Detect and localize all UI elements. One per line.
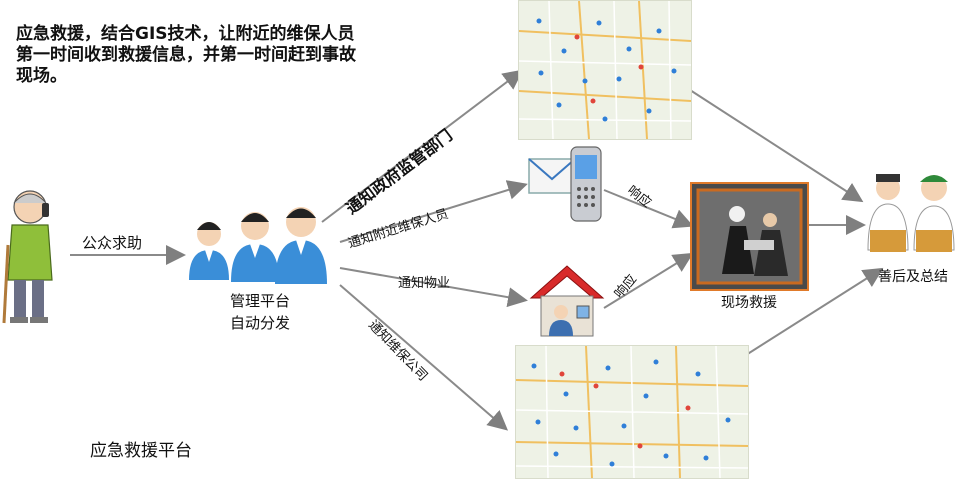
platform-operators	[185, 200, 335, 290]
footer-title: 应急救援平台	[90, 441, 192, 461]
summary-people	[862, 170, 960, 260]
arrow-company-to-summary	[745, 267, 884, 356]
platform-line-2: 自动分发	[229, 314, 290, 332]
caller-figure	[0, 185, 60, 325]
map-company	[515, 345, 749, 479]
arrow-to-property	[339, 267, 528, 308]
scene-label: 现场救援	[721, 295, 777, 311]
arrow-house-to-scene	[603, 252, 694, 309]
summary-label: 善后及总结	[878, 269, 948, 285]
arrow-to-nearby	[339, 180, 528, 243]
map-gov	[518, 0, 692, 140]
sms-phone-icon	[527, 145, 607, 225]
arrow-to-company	[339, 284, 509, 431]
operator-2	[231, 212, 279, 282]
platform-caption: 管理平台 自动分发	[212, 290, 308, 334]
operator-1	[189, 222, 229, 280]
intro-text: 应急救援，结合GIS技术，让附近的维保人员 第一时间收到救援信息，并第一时间赶到…	[16, 24, 486, 87]
caller-label: 公众求助	[82, 234, 143, 252]
arrow-gov-to-summary	[689, 89, 864, 203]
arrow-phone-to-scene	[603, 189, 694, 229]
rescue-scene-photo	[690, 182, 809, 291]
operator-3	[275, 207, 327, 284]
intro-line-2: 第一时间收到救援信息，并第一时间赶到事故	[16, 45, 356, 65]
label-property: 通知物业	[398, 276, 451, 291]
property-house-icon	[527, 262, 607, 340]
arrow-to-gov	[321, 69, 524, 223]
platform-line-1: 管理平台	[229, 292, 290, 310]
intro-line-1: 应急救援，结合GIS技术，让附近的维保人员	[16, 24, 355, 44]
intro-line-3: 现场。	[16, 66, 67, 86]
